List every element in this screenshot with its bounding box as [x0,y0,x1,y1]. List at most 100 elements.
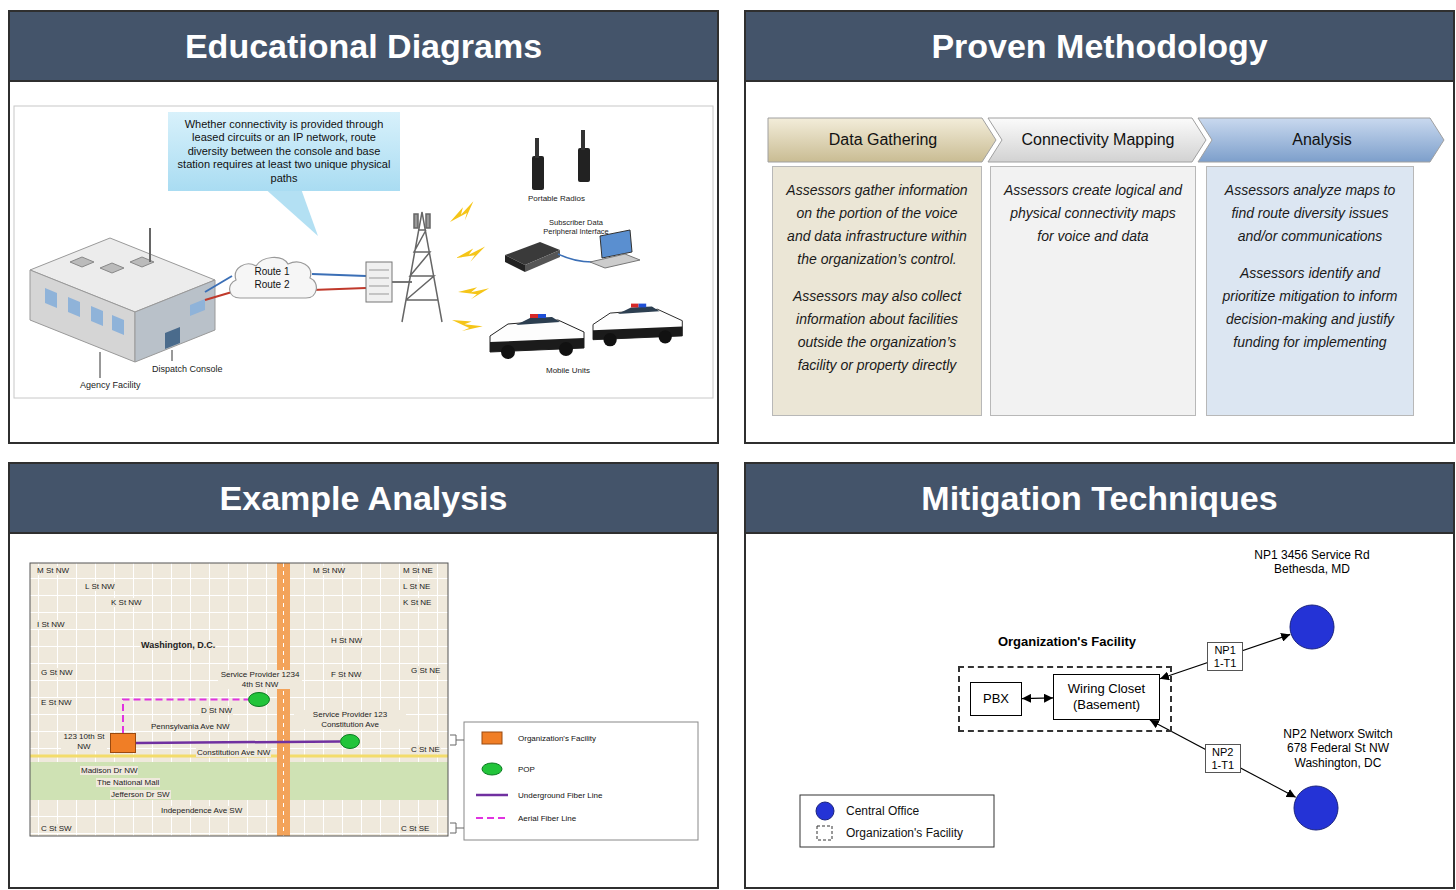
subscriber-data-device-part [590,254,640,268]
street-label: Jefferson Dr SW [110,790,171,799]
portable-radio-part [578,148,590,182]
agency-building-part [68,297,80,317]
node-text: Service Provider 123 Constitution Ave [294,710,406,729]
node-text: NP1 3456 Service Rd Bethesda, MD [1249,548,1375,577]
radio-tower [402,212,442,322]
route-wires-part [205,292,232,300]
agency-building-part [45,288,57,308]
street-map-part [30,563,448,836]
street-map [30,563,448,836]
node-text: Route 1 [254,265,289,278]
police-car-part [490,314,584,359]
pop-shape [340,734,360,749]
legend-color [816,802,834,820]
route-wires-part [312,274,366,276]
pop-shape [248,692,270,707]
radio-tower-part [426,214,430,228]
subscriber-data-device-part [558,254,592,262]
node-text: Assessors analyze maps to find route div… [1217,179,1403,248]
panel: Whether connectivity is provided through… [8,10,719,444]
agency-building [30,228,215,378]
pop-marker: Service Provider 123 Constitution Ave [340,734,360,749]
node-caption: NP1 3456 Service Rd Bethesda, MD [1249,548,1375,577]
base-station-rack-part [366,262,392,302]
node-caption: NP2 Networx Switch 678 Federal St NW Was… [1273,727,1403,770]
agency-building-part [149,228,151,262]
route-wires-part [312,288,366,290]
legend-text: POP [518,765,535,774]
node-text: Organization's Facility [960,634,1174,649]
street-label: D St NW [200,706,233,715]
edge-label: NP2 1-T1 [1205,744,1241,773]
pop-marker: Service Provider 1234 4th St NW [248,692,270,707]
agency-building-part [190,299,205,316]
radio-tower-part [414,214,418,228]
agency-building-part [172,350,173,361]
connector [123,700,248,734]
panel-title: Educational Diagrams [185,27,542,66]
legend-box-part [464,722,698,840]
portable-radio [532,130,590,190]
step-description: Assessors create logical and physical co… [990,166,1196,416]
callout-bubble: Whether connectivity is provided through… [168,112,400,191]
legend-box [450,722,994,847]
node-caption: Service Provider 123 Constitution Ave [294,710,406,729]
panel-title: Proven Methodology [931,27,1267,66]
legend-swatch [812,823,838,843]
police-car [490,304,682,359]
figure-label: Portable Radios [528,194,585,203]
street-label: M St NW [36,566,70,575]
step-chevron: Connectivity Mapping [988,118,1206,162]
node-text: Assessors gather information on the port… [783,179,971,271]
street-label: M St NE [402,566,434,575]
node-text: Service Provider 1234 4th St NW [218,670,302,689]
illustration-frame [14,106,713,398]
agency-building-part [30,270,135,362]
legend-text: Central Office [846,804,919,818]
radio-tower-part [402,212,442,322]
legend-item: Central Office [812,801,919,821]
legend-text: Organization's Facility [846,826,963,840]
node-text: Assessors create logical and physical co… [1001,179,1185,248]
connector [1160,634,1290,678]
node-caption: Organization's Facility [960,634,1174,649]
office-circle [1294,786,1338,830]
street-label: E St NW [40,698,73,707]
figure-label: Agency Facility [80,380,141,390]
panel-header: Educational Diagrams [10,12,717,82]
callout-pointer [262,186,318,236]
street-label: C St SW [40,824,73,833]
legend-text: Aerial Fiber Line [518,814,576,823]
subscriber-data-device-part [505,255,525,272]
office-shape [1289,604,1335,650]
street-label: G St NE [410,666,441,675]
wiring-closet-box: Wiring Closet (Basement) [1053,674,1160,720]
street-label: L St NE [402,582,431,591]
node-text: Route 2 [254,278,289,291]
legend-box-part [450,823,456,833]
agency-building-part [165,327,180,349]
street-map-part [30,762,448,800]
node-text: Whether connectivity is provided through… [176,118,392,185]
connector [136,742,340,743]
street-label: Washington, D.C. [140,640,216,650]
street-label: H St NW [330,636,363,645]
node-caption: 123 10th St NW [61,732,107,751]
panel: Data GatheringConnectivity MappingAnalys… [744,10,1455,444]
street-label: K St NW [110,598,143,607]
cloud-shape [226,254,318,302]
legend-item: Aerial Fiber Line [474,811,576,825]
agency-building-part [100,263,124,273]
agency-building-part [112,315,124,335]
street-label: F St NW [330,670,362,679]
street-label: I St NW [36,620,66,629]
node-text: Assessors identify and prioritize mitiga… [1217,262,1403,354]
chevron-outline [1198,118,1444,162]
edge-label: NP1 1-T1 [1207,642,1243,671]
street-map-part [30,563,448,836]
panel-header: Proven Methodology [746,12,1453,82]
legend-color [482,763,502,775]
chevron-outline [988,118,1206,162]
street-label: The National Mall [96,778,160,787]
street-label: K St NE [402,598,432,607]
